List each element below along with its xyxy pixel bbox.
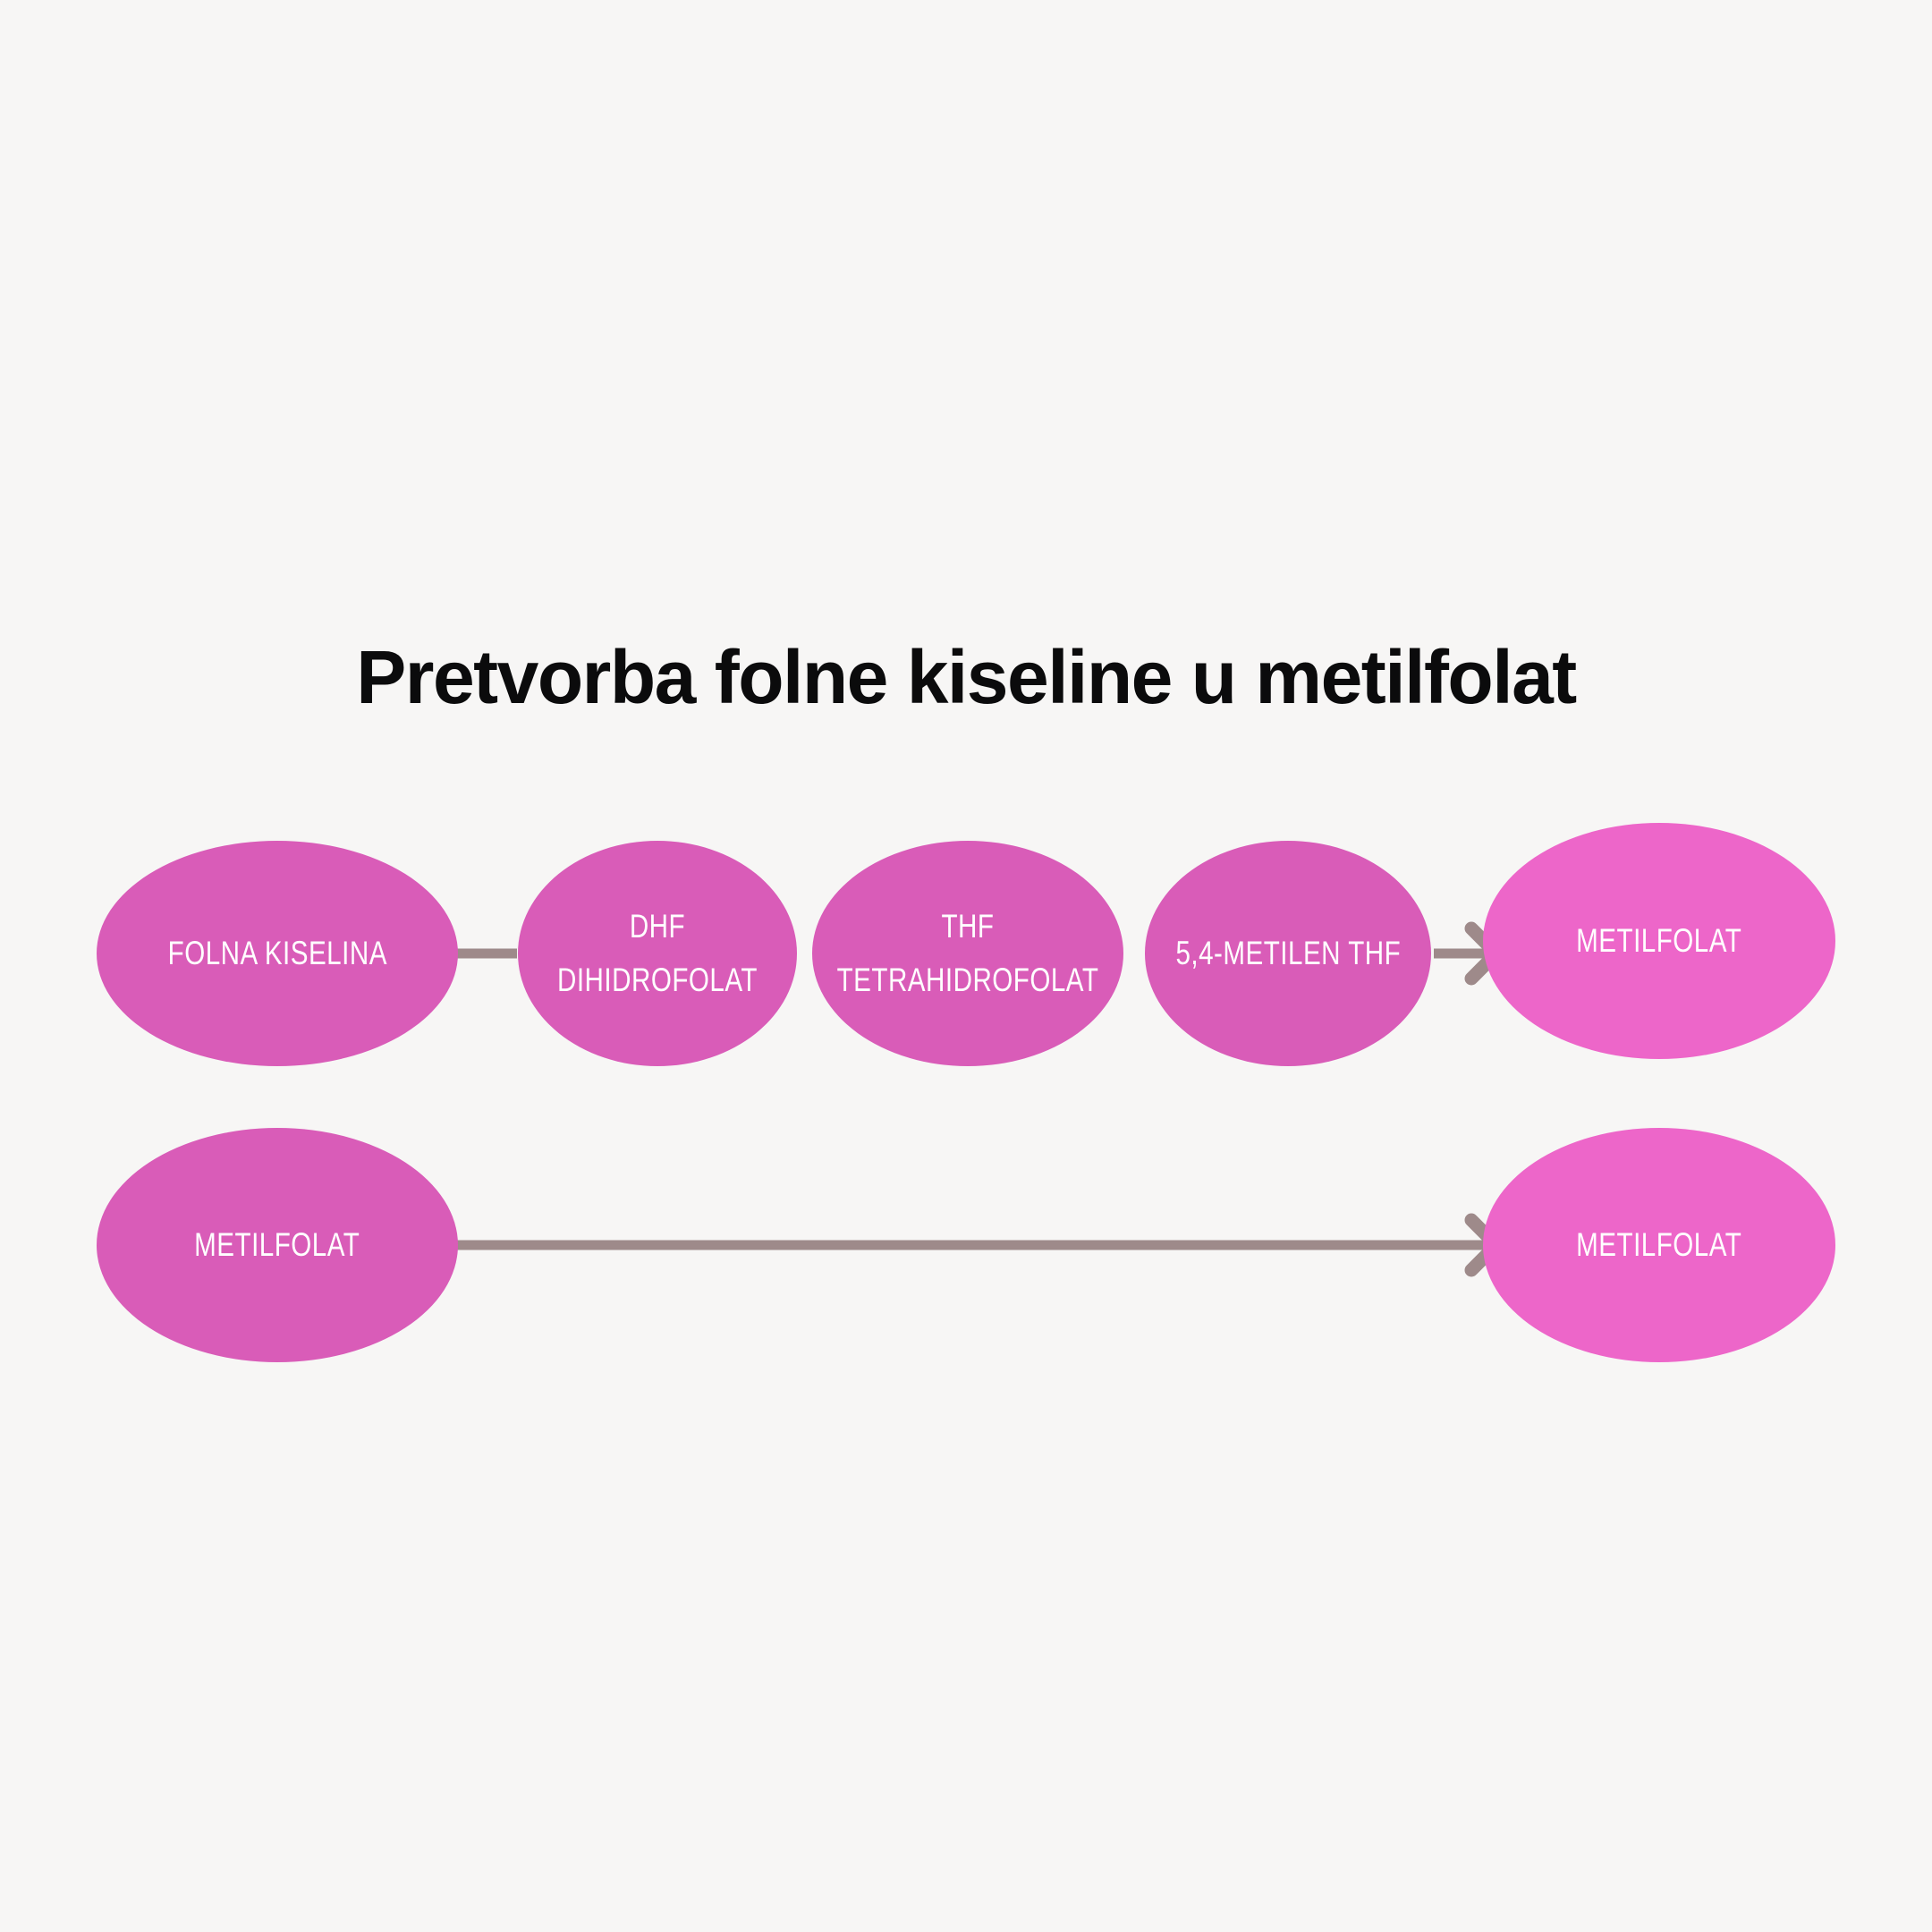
node-metilfolat-bottom-right[interactable]: METILFOLAT [1483,1128,1835,1362]
node-metilen-thf[interactable]: 5,4-METILEN THF [1145,841,1431,1066]
node-label: THF TETRAHIDROFOLAT [836,908,1099,998]
node-label: METILFOLAT [1576,922,1742,960]
node-label: DHF DIHIDROFOLAT [557,908,758,998]
node-thf-tetrahidrofolat[interactable]: THF TETRAHIDROFOLAT [812,841,1123,1066]
node-label: 5,4-METILEN THF [1175,935,1401,972]
page-title: Pretvorba folne kiseline u metilfolat [356,635,1577,719]
node-label: FOLNA KISELINA [167,935,387,972]
node-folna-kiselina[interactable]: FOLNA KISELINA [97,841,458,1066]
node-metilfolat-top[interactable]: METILFOLAT [1483,823,1835,1059]
node-label: METILFOLAT [194,1226,360,1264]
node-dhf-dihidrofolat[interactable]: DHF DIHIDROFOLAT [518,841,797,1066]
node-metilfolat-bottom-left[interactable]: METILFOLAT [97,1128,458,1362]
node-label: METILFOLAT [1576,1226,1742,1264]
connector-metilfolat-direct [454,1213,1504,1277]
